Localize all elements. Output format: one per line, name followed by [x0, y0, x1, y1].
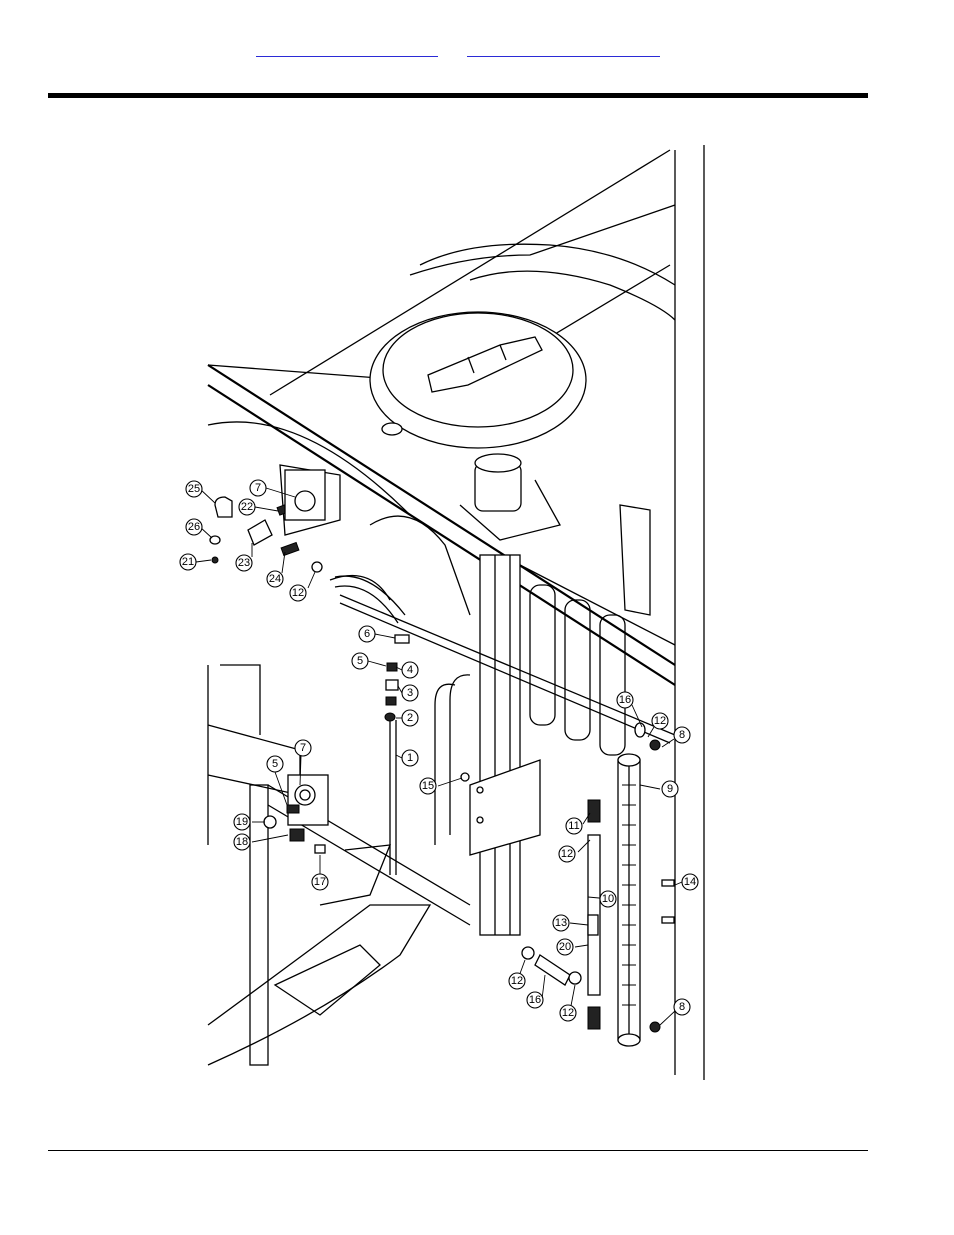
- svg-text:8: 8: [679, 729, 685, 741]
- top-navigation-links: [0, 38, 954, 58]
- callout-19: 19: [234, 814, 250, 830]
- callout-23: 23: [236, 555, 252, 571]
- svg-text:6: 6: [364, 628, 370, 640]
- callout-8-bottom: 8: [674, 999, 690, 1015]
- callout-14: 14: [682, 874, 698, 890]
- exploded-view-drawing: 25 7 22 26 23 21 24 12 6 5 4 3 2 1 16 12…: [170, 145, 710, 1080]
- callout-17: 17: [312, 874, 328, 890]
- svg-text:16: 16: [529, 994, 541, 1006]
- svg-text:25: 25: [188, 483, 200, 495]
- svg-text:15: 15: [422, 780, 434, 792]
- svg-text:5: 5: [357, 655, 363, 667]
- callout-13: 13: [553, 915, 569, 931]
- callout-21: 21: [180, 554, 196, 570]
- svg-text:20: 20: [559, 941, 571, 953]
- callout-7-lower: 7: [295, 740, 311, 756]
- callout-5-top: 5: [352, 653, 368, 669]
- svg-text:1: 1: [407, 752, 413, 764]
- nav-link-1[interactable]: [256, 38, 438, 57]
- svg-text:13: 13: [555, 917, 567, 929]
- callout-1: 1: [402, 750, 418, 766]
- svg-text:5: 5: [272, 758, 278, 770]
- callout-6: 6: [359, 626, 375, 642]
- callout-10: 10: [600, 891, 616, 907]
- svg-text:9: 9: [667, 783, 673, 795]
- callout-2: 2: [402, 710, 418, 726]
- callout-4: 4: [402, 662, 418, 678]
- callout-7-top: 7: [250, 480, 266, 496]
- svg-text:21: 21: [182, 556, 194, 568]
- svg-text:10: 10: [602, 893, 614, 905]
- nav-link-2[interactable]: [467, 38, 660, 57]
- footer-rule: [48, 1150, 868, 1151]
- callout-25: 25: [186, 481, 202, 497]
- callout-11: 11: [566, 818, 582, 834]
- callout-3: 3: [402, 685, 418, 701]
- svg-text:12: 12: [511, 975, 523, 987]
- svg-text:17: 17: [314, 876, 326, 888]
- svg-text:4: 4: [407, 664, 413, 676]
- svg-text:22: 22: [241, 501, 253, 513]
- callout-12-top: 12: [290, 585, 306, 601]
- svg-text:18: 18: [236, 836, 248, 848]
- svg-text:11: 11: [568, 820, 579, 832]
- svg-text:7: 7: [255, 482, 261, 494]
- callout-18: 18: [234, 834, 250, 850]
- callout-12-bottom-right: 12: [560, 1005, 576, 1021]
- callout-12-middle: 12: [559, 846, 575, 862]
- svg-text:19: 19: [236, 816, 248, 828]
- svg-text:12: 12: [562, 1007, 574, 1019]
- callout-22: 22: [239, 499, 255, 515]
- svg-text:16: 16: [619, 694, 631, 706]
- svg-text:12: 12: [292, 587, 304, 599]
- callout-8-top: 8: [674, 727, 690, 743]
- svg-text:14: 14: [684, 876, 696, 888]
- parts-diagram: 25 7 22 26 23 21 24 12 6 5 4 3 2 1 16 12…: [170, 145, 710, 1080]
- svg-text:12: 12: [654, 715, 666, 727]
- svg-text:24: 24: [269, 573, 281, 585]
- callout-12-bottom-left: 12: [509, 973, 525, 989]
- callout-26: 26: [186, 519, 202, 535]
- callout-24: 24: [267, 571, 283, 587]
- callout-16-bottom: 16: [527, 992, 543, 1008]
- header-rule: [48, 93, 868, 98]
- svg-text:12: 12: [561, 848, 573, 860]
- callout-20: 20: [557, 939, 573, 955]
- svg-text:7: 7: [300, 742, 306, 754]
- svg-text:23: 23: [238, 557, 250, 569]
- callout-5-lower: 5: [267, 756, 283, 772]
- callout-12-right: 12: [652, 713, 668, 729]
- callout-9: 9: [662, 781, 678, 797]
- svg-text:3: 3: [407, 687, 413, 699]
- svg-text:26: 26: [188, 521, 200, 533]
- callout-16-top: 16: [617, 692, 633, 708]
- callout-15: 15: [420, 778, 436, 794]
- svg-text:8: 8: [679, 1001, 685, 1013]
- svg-text:2: 2: [407, 712, 413, 724]
